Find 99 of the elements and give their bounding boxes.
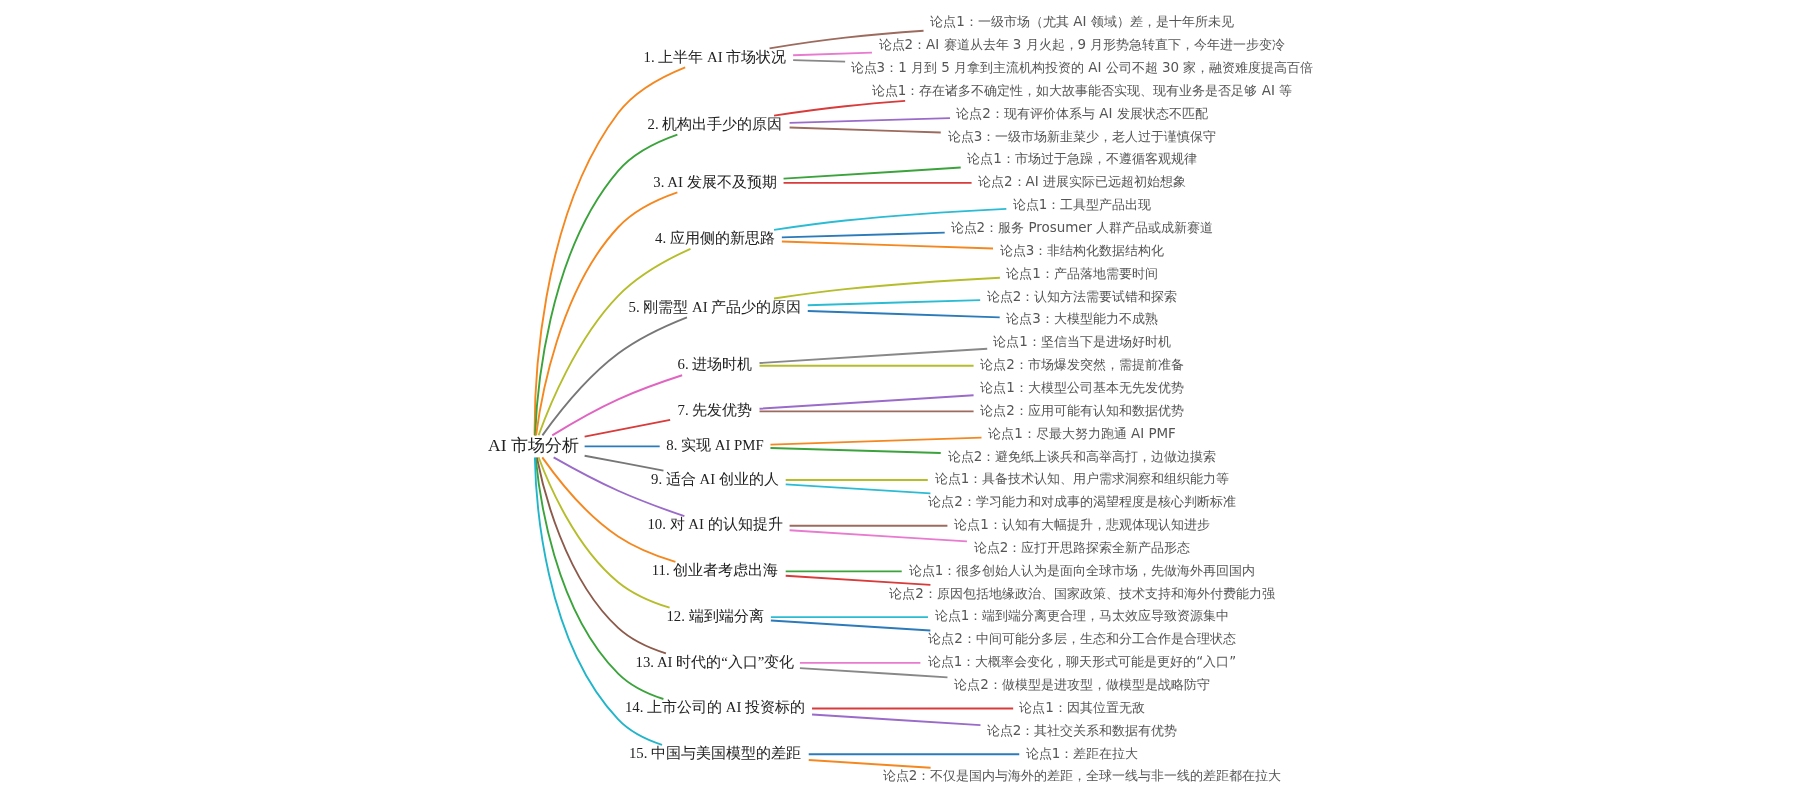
node-text: 论点1：尽最大努力跑通 AI PMF: [987, 425, 1176, 441]
node-text: 12. 端到端分离: [665, 607, 764, 624]
connector: [798, 667, 948, 679]
node-text: 2. 机构出手少的原因: [647, 115, 782, 132]
connector: [784, 574, 931, 586]
node-text: 论点1：坚信当下是进场好时机: [992, 334, 1171, 350]
connector: [788, 126, 942, 134]
node-text: 论点2：学习能力和对成事的渴望程度是核心判断标准: [927, 494, 1236, 510]
connector: [772, 207, 1007, 231]
node-text: 论点1：因其位置无敌: [1018, 699, 1145, 715]
connector: [782, 181, 973, 184]
connector: [537, 247, 691, 437]
connector: [550, 374, 683, 437]
connector: [780, 240, 994, 250]
connector: [788, 524, 948, 527]
node-text: 论点3：大模型能力不成熟: [1005, 311, 1158, 327]
node-text: 论点1：工具型产品出现: [1012, 197, 1151, 213]
node-text: 7. 先发优势: [677, 402, 752, 419]
node-text: 论点2：中间可能分多层，生态和分工合作是合理状态: [927, 631, 1236, 647]
node-text: 1. 上半年 AI 市场状况: [643, 48, 786, 65]
connector: [534, 191, 678, 437]
connector: [806, 299, 981, 307]
connector: [806, 310, 1001, 319]
node-text: 论点1：具备技术认知、用户需求洞察和组织能力等: [934, 471, 1229, 487]
connector: [784, 570, 903, 573]
node-text: 论点1：产品落地需要时间: [1005, 265, 1158, 281]
connector: [807, 753, 1020, 756]
connector: [758, 410, 975, 413]
node-text: 11. 创业者考虑出海: [651, 562, 778, 579]
connector: [810, 707, 1014, 710]
node-text: 8. 实现 AI PMF: [665, 437, 764, 454]
node-text: 论点2：AI 进展实际已远超初始想象: [977, 174, 1186, 190]
node-text: 14. 上市公司的 AI 投资标的: [624, 699, 805, 716]
node-text: 论点3：一级市场新韭菜少，老人过于谨慎保守: [947, 128, 1216, 144]
connector: [583, 445, 661, 448]
node-text: 15. 中国与美国模型的差距: [628, 745, 801, 762]
node-text: 论点1：大模型公司基本无先发优势: [979, 379, 1184, 395]
connector: [788, 529, 968, 543]
node-text: 论点1：一级市场（尤其 AI 领域）差，是十年所未见: [929, 14, 1234, 30]
connector: [552, 456, 685, 518]
connector: [533, 133, 678, 437]
node-text: 论点2：原因包括地缘政治、国家政策、技术支持和海外付费能力强: [888, 585, 1275, 601]
node-text: 论点1：端到端分离更合理，马太效应导致资源集中: [934, 608, 1229, 624]
connector: [769, 436, 982, 446]
node-text: 论点1：大概率会变化，聊天形式可能是更好的“入口”: [927, 654, 1236, 670]
node-text: 9. 适合 AI 创业的人: [650, 470, 779, 487]
node-text: 论点1：认知有大幅提升，悲观体现认知进步: [953, 517, 1210, 533]
connector: [772, 99, 906, 117]
node-text: 论点2：现有评价体系与 AI 发展状态不匹配: [955, 105, 1208, 121]
node-text: 论点1：市场过于急躁，不遵循客观规律: [966, 151, 1197, 167]
node-text: 论点2：应用可能有认知和数据优势: [979, 402, 1184, 418]
connector: [768, 29, 924, 50]
connector: [784, 483, 931, 495]
connector: [583, 419, 671, 438]
node-text: 论点2：做模型是进攻型，做模型是战略防守: [953, 677, 1210, 693]
connector: [534, 456, 664, 700]
node-text: 6. 进场时机: [677, 356, 752, 373]
connector: [807, 759, 932, 769]
connector: [791, 51, 873, 57]
node-text: 论点2：不仅是国内与海外的差距，全球一线与非一线的差距都在拉大: [882, 768, 1281, 784]
node-text: 10. 对 AI 的认知提升: [646, 516, 783, 533]
node-text: 论点3：1 月到 5 月拿到主流机构投资的 AI 公司不超 30 家，融资难度提高百倍: [850, 59, 1313, 75]
connector: [533, 66, 686, 437]
connector: [769, 619, 931, 632]
node-text: 论点1：很多创始人认为是面向全球市场，先做海外再回国内: [908, 562, 1255, 578]
connector: [788, 117, 951, 124]
node-text: 论点2：避免纸上谈兵和高举高打，边做边摸索: [947, 448, 1216, 464]
connector: [782, 166, 962, 180]
node-text: 论点2：应打开思路探索全新产品形态: [973, 539, 1190, 555]
connector: [810, 713, 981, 727]
connector: [540, 456, 676, 563]
connector: [784, 479, 929, 481]
connector: [780, 231, 946, 239]
connector: [769, 616, 929, 619]
connector: [535, 456, 667, 655]
node-text: AI 市场分析: [487, 434, 579, 455]
node-text: 论点2：其社交关系和数据有优势: [986, 722, 1177, 738]
connector: [758, 347, 988, 364]
connector: [798, 661, 921, 664]
connector: [533, 456, 663, 746]
connector: [758, 394, 975, 410]
connector: [541, 316, 688, 437]
node-text: 论点3：非结构化数据结构化: [999, 242, 1164, 258]
node-text: 论点2：认知方法需要试错和探索: [986, 288, 1177, 304]
node-text: 4. 应用侧的新思路: [654, 230, 775, 247]
connector: [583, 454, 664, 472]
node-text: 论点2：AI 赛道从去年 3 月火起，9 月形势急转直下，今年进一步变冷: [878, 37, 1285, 53]
connector: [537, 456, 671, 609]
node-text: 论点2：市场爆发突然，需提前准备: [979, 357, 1184, 373]
node-text: 论点1：存在诸多不确定性，如大故事能否实现、现有业务是否足够 AI 等: [871, 82, 1292, 98]
node-text: 论点2：服务 Prosumer 人群产品或成新赛道: [950, 219, 1213, 235]
node-text: 3. AI 发展不及预期: [652, 173, 777, 190]
connector: [772, 276, 1001, 300]
node-text: 13. AI 时代的“入口”变化: [635, 653, 794, 670]
connector: [791, 59, 846, 63]
connector: [758, 364, 975, 367]
node-text: 5. 刚需型 AI 产品少的原因: [628, 298, 801, 315]
connector: [769, 447, 942, 454]
node-text: 论点1：差距在拉大: [1025, 745, 1138, 761]
